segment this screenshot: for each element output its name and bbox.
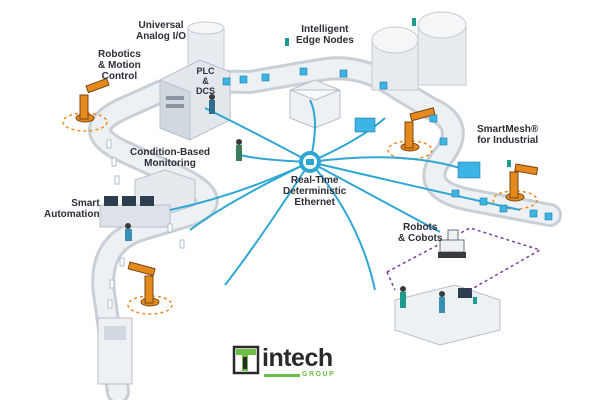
label-line: Edge Nodes <box>296 35 354 46</box>
label-line: for Industrial <box>477 135 539 146</box>
label-universal-io: Universal Analog I/O <box>136 20 186 42</box>
label-line: & Motion <box>98 60 141 71</box>
label-line: Monitoring <box>144 158 196 169</box>
label-plc-dcs: PLC & DCS <box>196 66 215 96</box>
conveyor-bottles <box>106 139 185 309</box>
label-line: Deterministic <box>283 186 347 197</box>
label-robots-cobots: Robots & Cobots <box>398 222 442 244</box>
label-line: Automation <box>44 209 100 220</box>
label-line: Smart <box>71 198 100 209</box>
label-line: Robotics <box>98 49 141 60</box>
silos <box>187 11 467 91</box>
label-line: Control <box>101 71 138 82</box>
intech-logo-mark-icon <box>232 345 260 375</box>
label-line: & <box>202 76 209 86</box>
logo-tagline: GROUP <box>302 371 336 378</box>
logo-wordmark: intech <box>262 344 333 372</box>
conveyor-boxes <box>222 67 553 221</box>
label-line: Analog I/O <box>136 31 186 42</box>
label-line: DCS <box>196 86 216 96</box>
control-cabinet <box>159 59 231 141</box>
output-chute <box>97 317 133 385</box>
label-line: Universal <box>138 20 184 31</box>
label-real-time-ethernet: Real-Time Deterministic Ethernet <box>283 175 346 208</box>
wireless-node-icon <box>285 18 511 304</box>
label-line: Ethernet <box>294 197 335 208</box>
network-hub <box>299 151 321 173</box>
label-line: Robots <box>403 222 438 233</box>
robot-arm-robotics <box>75 77 110 123</box>
mobile-robot <box>438 229 466 258</box>
label-line: Condition-Based <box>130 147 210 158</box>
label-robotics: Robotics & Motion Control <box>98 49 141 82</box>
label-smartmesh: SmartMesh® for Industrial <box>477 124 538 146</box>
label-smart-automation: Smart Automation <box>44 198 100 220</box>
monitoring-station <box>99 169 196 228</box>
packing-station <box>394 284 501 346</box>
label-edge-nodes: Intelligent Edge Nodes <box>296 24 354 46</box>
robot-arm-bottom <box>127 261 160 307</box>
label-line: PLC <box>196 66 215 76</box>
robot-arm-smartmesh <box>400 107 539 202</box>
label-condition-monitoring: Condition-Based Monitoring <box>130 147 210 169</box>
intech-group-logo: intech GROUP <box>232 343 350 387</box>
label-line: Real-Time <box>290 175 339 186</box>
label-line: SmartMesh® <box>477 124 539 135</box>
label-line: Intelligent <box>301 24 349 35</box>
workers <box>125 94 445 313</box>
edge-node-unit <box>289 79 341 129</box>
label-line: & Cobots <box>398 233 443 244</box>
ethernet-network <box>169 99 521 291</box>
logo-underline <box>264 374 300 377</box>
